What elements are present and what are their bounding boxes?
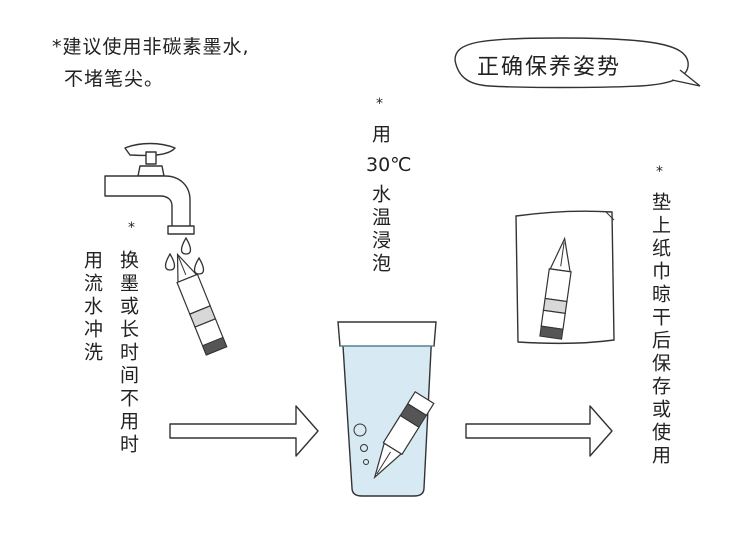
dry-instruction: 垫上纸巾晾干后保存或使用: [649, 192, 671, 468]
ink-tip-line2: 不堵笔尖。: [64, 68, 165, 90]
dry-marker: *: [656, 164, 663, 180]
arrow-icon-2: [465, 405, 613, 457]
rinse-condition: 换墨或长时间不用时: [117, 250, 139, 457]
rinse-marker: *: [128, 220, 135, 236]
care-title: 正确保养姿势: [477, 55, 622, 80]
water-drop-icons: [164, 236, 205, 275]
faucet-icon: [104, 142, 195, 235]
paper-towel-icon: [515, 210, 615, 345]
soak-marker: *: [376, 96, 383, 112]
soak-line2: 水温浸泡: [369, 184, 391, 276]
water-glass-icon: [337, 321, 437, 497]
rinse-instruction: 用流水冲洗: [81, 250, 103, 365]
ink-tip-line1: *建议使用非碳素墨水,: [52, 36, 250, 58]
title-bubble-shape: [454, 37, 701, 89]
soak-line1: 用: [369, 124, 391, 147]
soak-temperature: 30℃: [366, 154, 412, 176]
rinse-pen-icon: [176, 252, 228, 356]
arrow-icon-1: [169, 405, 319, 457]
